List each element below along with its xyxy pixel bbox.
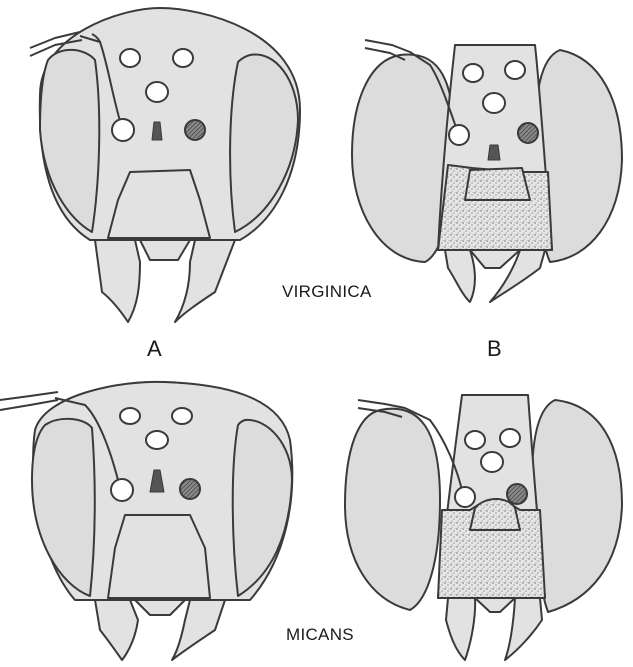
labrum [140,240,190,260]
labrum [135,600,185,615]
mandible-right [505,598,542,660]
compound-eye-left [40,50,99,232]
head-micans-a [0,382,292,660]
species-label-micans: MICANS [286,625,354,645]
ocellus-right [173,49,193,67]
frontal-tubercle [152,122,162,140]
ocellus-median [481,452,503,472]
antennal-socket-right [185,120,205,140]
ocellus-right [500,429,520,447]
labrum [475,598,515,612]
mandible-left [95,600,138,660]
head-virginica-b [352,40,622,302]
ocellus-left [465,431,485,449]
mandible-left [446,598,475,660]
compound-eye-right [230,54,298,232]
ocellus-median [146,431,168,449]
compound-eye-right [532,400,622,612]
labrum [470,250,520,268]
antennal-socket-right [507,484,527,504]
mandible-right [172,600,225,660]
antennal-socket-left [449,125,469,145]
antennal-socket-left [455,487,475,507]
clypeus-plate [465,168,530,200]
ocellus-median [483,93,505,113]
compound-eye-right [233,420,292,596]
ocellus-left [463,64,483,82]
panel-label-b: B [487,336,502,362]
ocellus-right [172,408,192,424]
antennal-socket-left [112,119,134,141]
ocellus-right [505,61,525,79]
frontal-tubercle [488,145,500,160]
compound-eye-left [32,419,95,596]
ocellus-left [120,49,140,67]
antennal-socket-right [518,123,538,143]
clypeus [108,515,210,598]
mandible-left [95,240,140,322]
head-virginica-a [30,8,300,322]
ocellus-median [146,82,168,102]
species-label-virginica: VIRGINICA [282,282,372,302]
panel-label-a: A [147,336,162,362]
compound-eye-left [345,409,440,610]
head-micans-b [345,395,622,660]
mandible-right [175,240,235,322]
ocellus-left [120,408,140,424]
antennal-socket-left [111,479,133,501]
mandible-left [445,250,475,302]
antennal-socket-right [180,479,200,499]
